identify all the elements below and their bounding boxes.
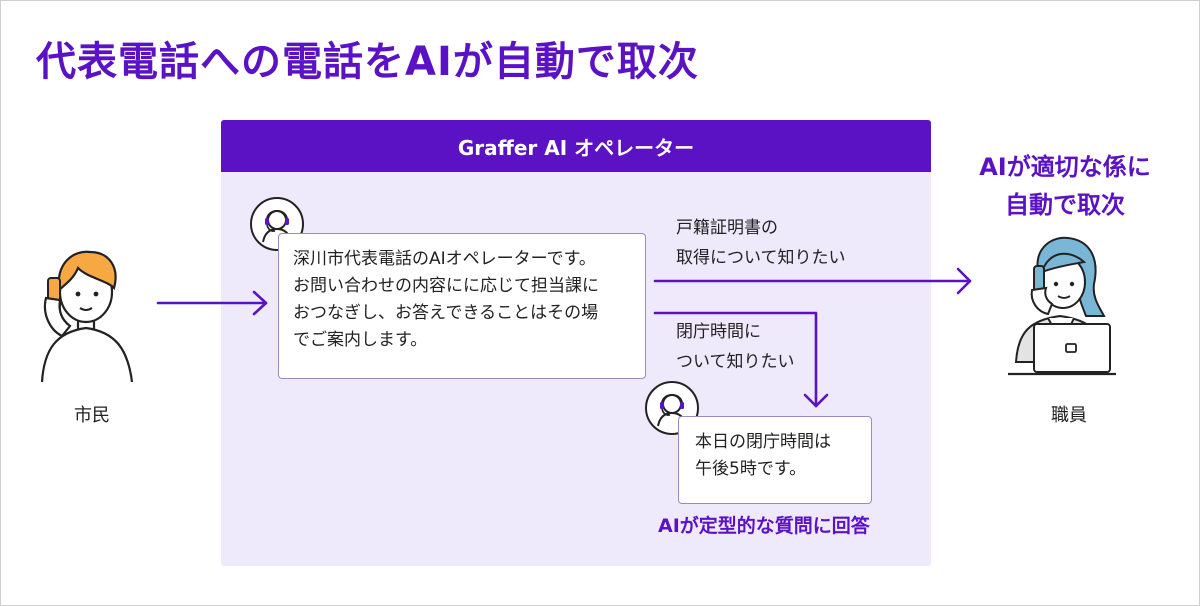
- answer-text: 本日の閉庁時間は 午後5時です。: [695, 432, 831, 479]
- operator-greeting-bubble: 深川市代表電話のAIオペレーターです。 お問い合わせの内容にに応じて担当課に お…: [278, 233, 646, 379]
- faq-note: AIが定型的な質問に回答: [658, 515, 870, 537]
- citizen-figure: [28, 240, 148, 389]
- branch-label-answer: 閉庁時間に ついて知りたい: [676, 322, 795, 372]
- arrow-ai-to-answer-head: [803, 393, 829, 408]
- staff-label: 職員: [1051, 405, 1087, 426]
- transfer-callout: AIが適切な係に 自動で取次: [979, 153, 1151, 219]
- arrow-ai-to-answer: [653, 311, 818, 408]
- citizen-label: 市民: [74, 405, 110, 426]
- panel-header: Graffer AI オペレーター: [221, 120, 931, 172]
- arrow-ai-to-staff-head: [956, 267, 972, 295]
- page-title: 代表電話への電話をAIが自動で取次: [36, 39, 699, 85]
- staff-with-headset-icon: [1008, 236, 1116, 376]
- graffer-ai-operator-panel: Graffer AI オペレーター 深川市代表電話のAIオペレーターです。 お問…: [221, 120, 931, 566]
- arrow-citizen-to-ai-head: [252, 290, 268, 316]
- staff-figure: [1008, 232, 1118, 386]
- greeting-text: 深川市代表電話のAIオペレーターです。 お問い合わせの内容にに応じて担当課に お…: [293, 249, 599, 350]
- operator-answer-bubble: 本日の閉庁時間は 午後5時です。: [678, 416, 872, 504]
- citizen-with-phone-icon: [40, 250, 134, 383]
- branch-label-transfer: 戸籍証明書の 取得について知りたい: [676, 218, 846, 268]
